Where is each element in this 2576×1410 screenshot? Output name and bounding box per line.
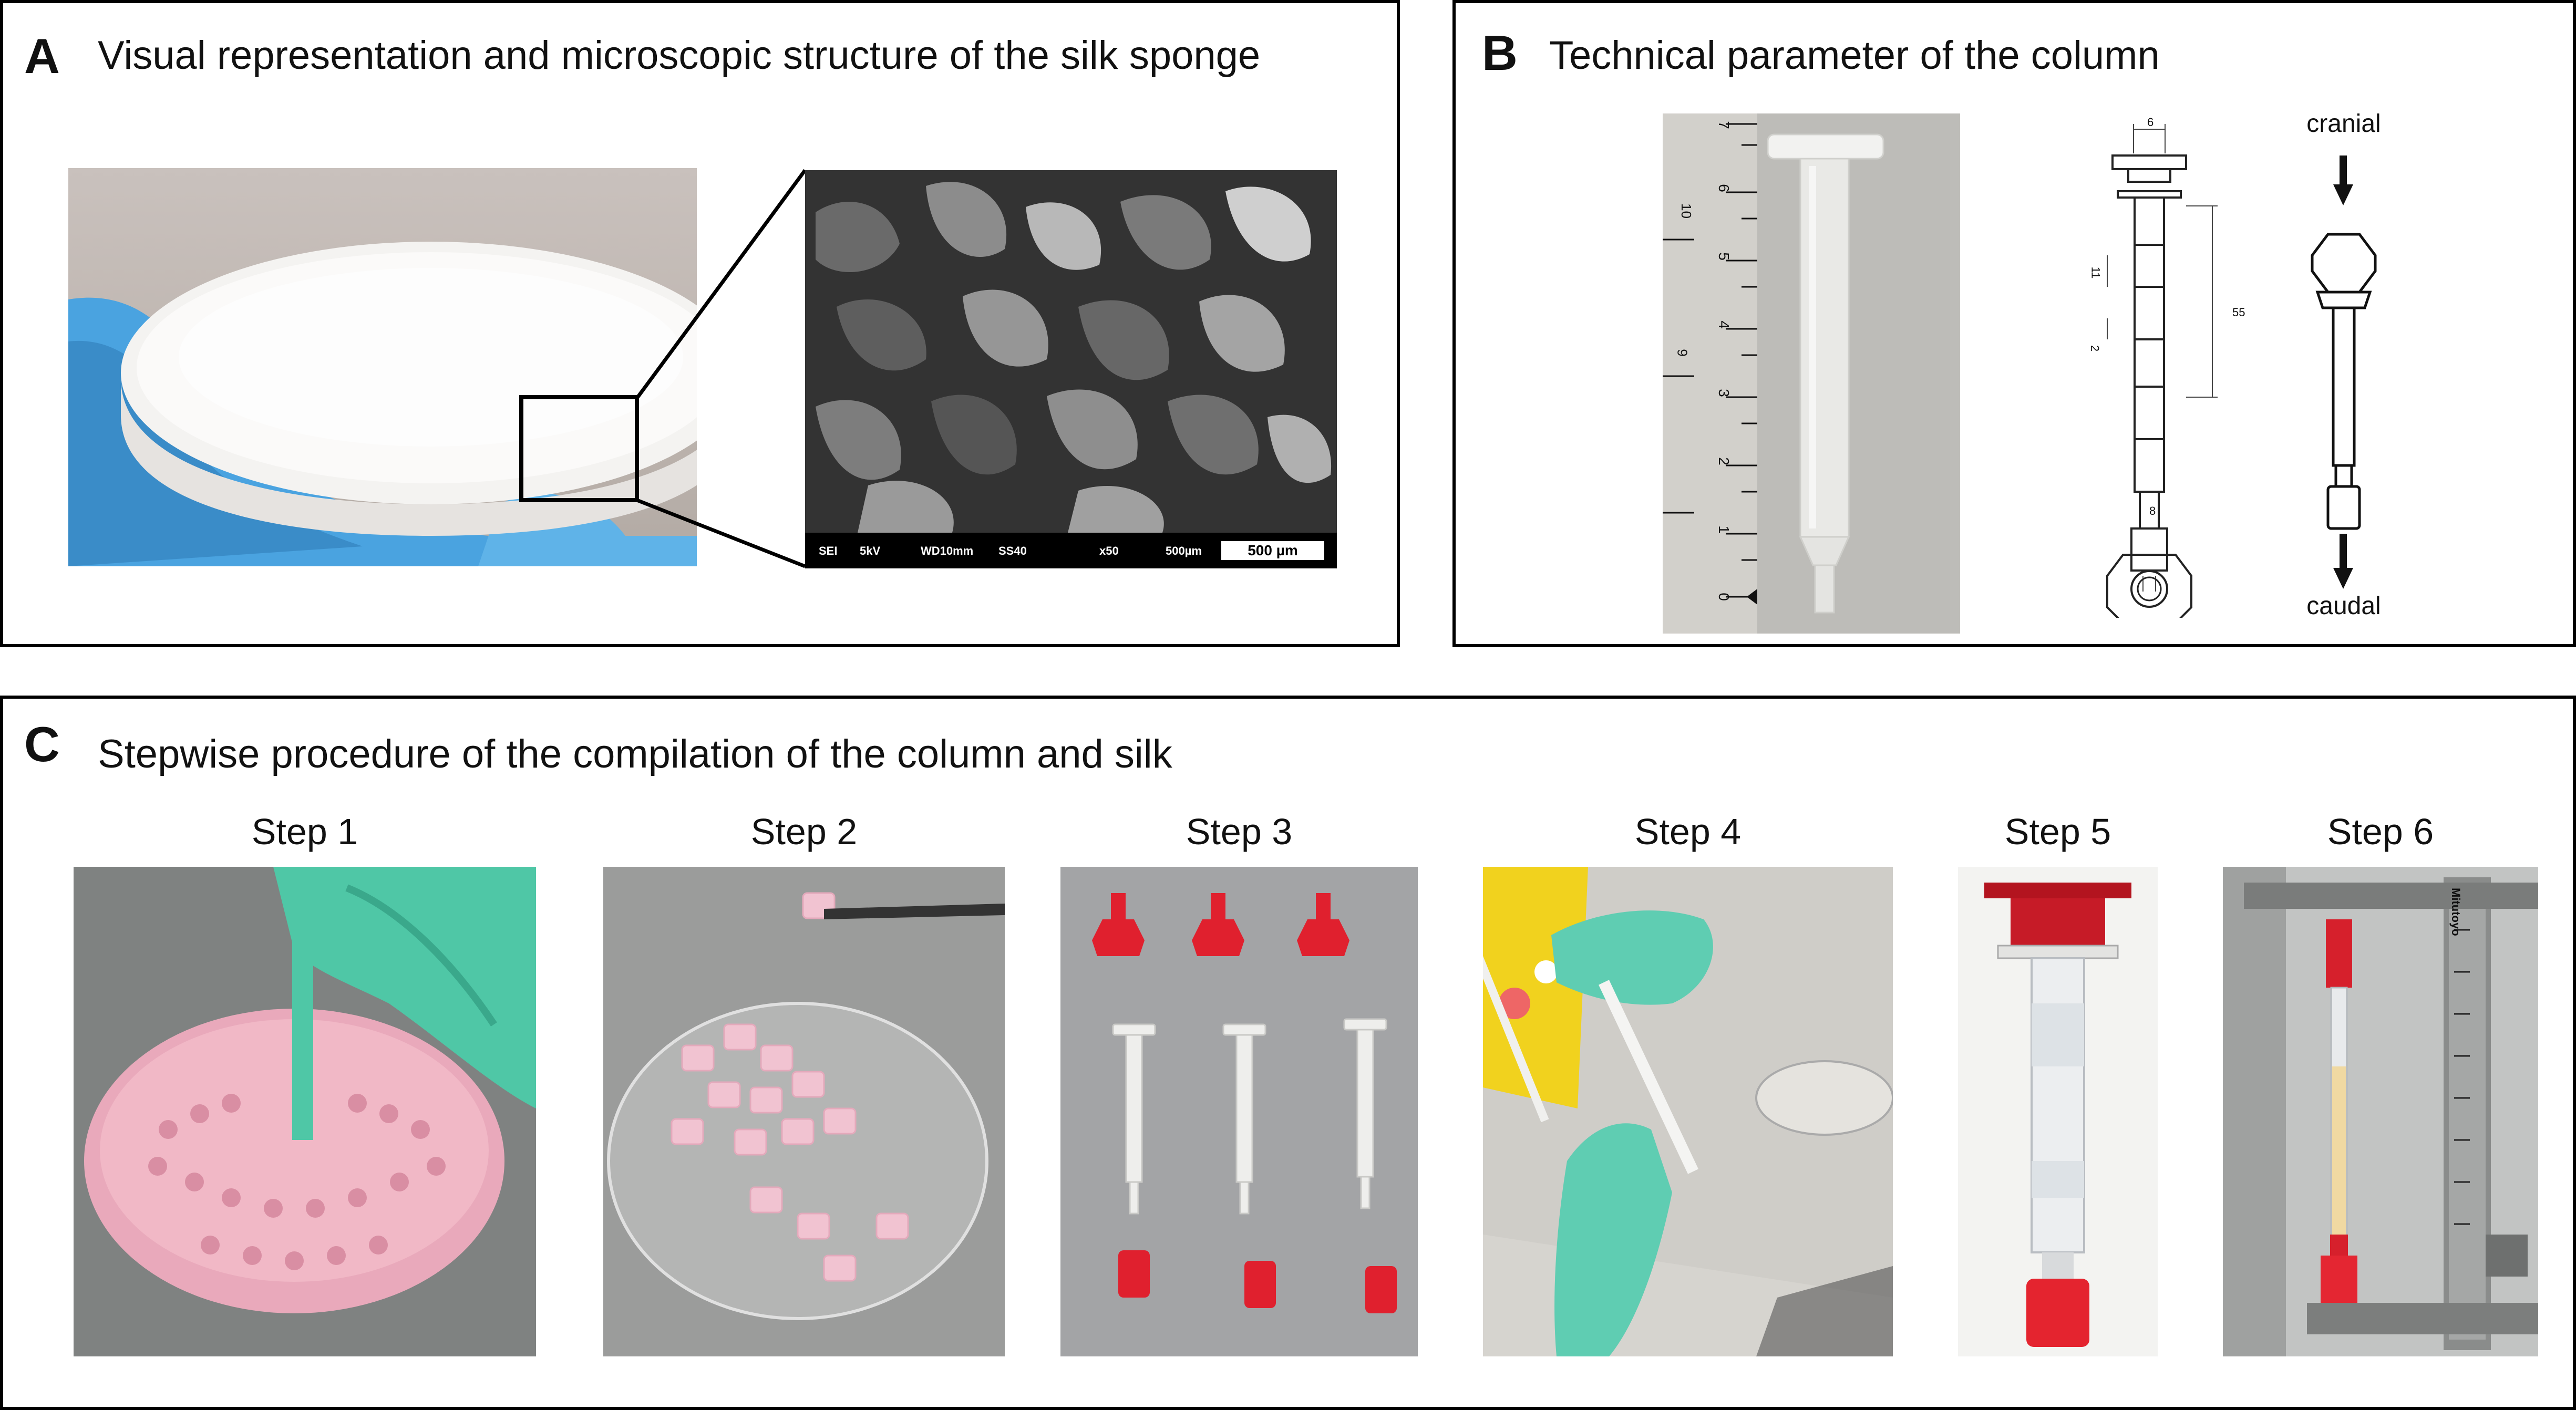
- ruler-number-2: 2: [1715, 457, 1732, 465]
- step-3-illustration: [1060, 867, 1418, 1356]
- ruler-number-5: 5: [1715, 252, 1732, 261]
- label-caudal: caudal: [2306, 592, 2381, 620]
- ruler-number-6: 6: [1715, 184, 1732, 192]
- silk-sponge-photo: [68, 168, 697, 566]
- step-2-illustration: [603, 867, 1005, 1356]
- dim-8: 8: [2149, 504, 2156, 517]
- dim-55: 55: [2232, 306, 2245, 319]
- dim-2: 2: [2088, 345, 2102, 352]
- step-1-illustration: [74, 867, 536, 1356]
- step-4-illustration: [1483, 867, 1893, 1356]
- sem-info-wd: WD10mm: [921, 544, 974, 557]
- sem-info-mag: x50: [1099, 544, 1119, 557]
- zoom-lines: [635, 169, 807, 568]
- sem-texture: [805, 170, 1337, 568]
- panel-c: C Stepwise procedure of the compilation …: [0, 696, 2576, 1410]
- technical-drawing: [2106, 124, 2218, 618]
- panel-a: A Visual representation and microscopic …: [0, 0, 1400, 647]
- ruler-top-label-9: 9: [1674, 349, 1691, 357]
- panel-c-letter: C: [24, 717, 60, 772]
- ruler-number-1: 1: [1715, 525, 1732, 534]
- step-6-photo: Mitutoyo: [2223, 867, 2538, 1356]
- caliper-brand: Mitutoyo: [2449, 888, 2462, 936]
- label-cranial: cranial: [2306, 110, 2381, 138]
- step-5-label: Step 5: [2004, 811, 2111, 852]
- ruler-and-column: [1663, 113, 1960, 634]
- sem-info-voltage: 5kV: [860, 544, 881, 557]
- ruler-zero: 0: [1715, 593, 1732, 601]
- column-ruler-photo: 7 6 5 4 3 2 1 10 9 0: [1663, 113, 1960, 634]
- step-2-label: Step 2: [750, 811, 858, 852]
- step-3-photo: [1060, 867, 1418, 1356]
- step-5-photo: [1958, 867, 2158, 1356]
- step-3-label: Step 3: [1186, 811, 1293, 852]
- dim-6: 6: [2147, 116, 2154, 129]
- step-2-photo: [603, 867, 1005, 1356]
- ruler-number-3: 3: [1715, 389, 1732, 397]
- panel-a-title: Visual representation and microscopic st…: [98, 33, 1261, 78]
- panel-b: B Technical parameter of the column: [1452, 0, 2576, 647]
- ruler-number-4: 4: [1715, 320, 1732, 329]
- step-6-label: Step 6: [2327, 811, 2434, 852]
- ruler-top-label-10: 10: [1678, 203, 1694, 219]
- sem-info-ss: SS40: [998, 544, 1027, 557]
- sem-micrograph: SEI 5kV WD10mm SS40 x50 500µm 500 µm: [805, 170, 1337, 568]
- panel-b-title: Technical parameter of the column: [1549, 33, 2160, 78]
- panel-c-title: Stepwise procedure of the compilation of…: [98, 732, 1172, 776]
- sem-info-bar: SEI 5kV WD10mm SS40 x50 500µm 500 µm: [805, 535, 1337, 566]
- dim-11: 11: [2089, 266, 2103, 279]
- step-1-photo: [74, 867, 536, 1356]
- panel-b-letter: B: [1482, 25, 1518, 80]
- ruler-number-7: 7: [1715, 121, 1732, 129]
- step-4-label: Step 4: [1634, 811, 1742, 852]
- step-4-photo: [1483, 867, 1893, 1356]
- silk-sponge-illustration: [68, 242, 697, 566]
- sem-info-scale: 500µm: [1166, 544, 1202, 557]
- panel-a-letter: A: [24, 28, 60, 84]
- step-6-illustration: [2223, 867, 2538, 1356]
- sem-scalebar: 500 µm: [1221, 541, 1324, 560]
- column-3d-sketch: [2311, 155, 2377, 589]
- step-1-label: Step 1: [251, 811, 358, 852]
- step-5-illustration: [1958, 867, 2158, 1356]
- sem-info-mode: SEI: [819, 544, 838, 557]
